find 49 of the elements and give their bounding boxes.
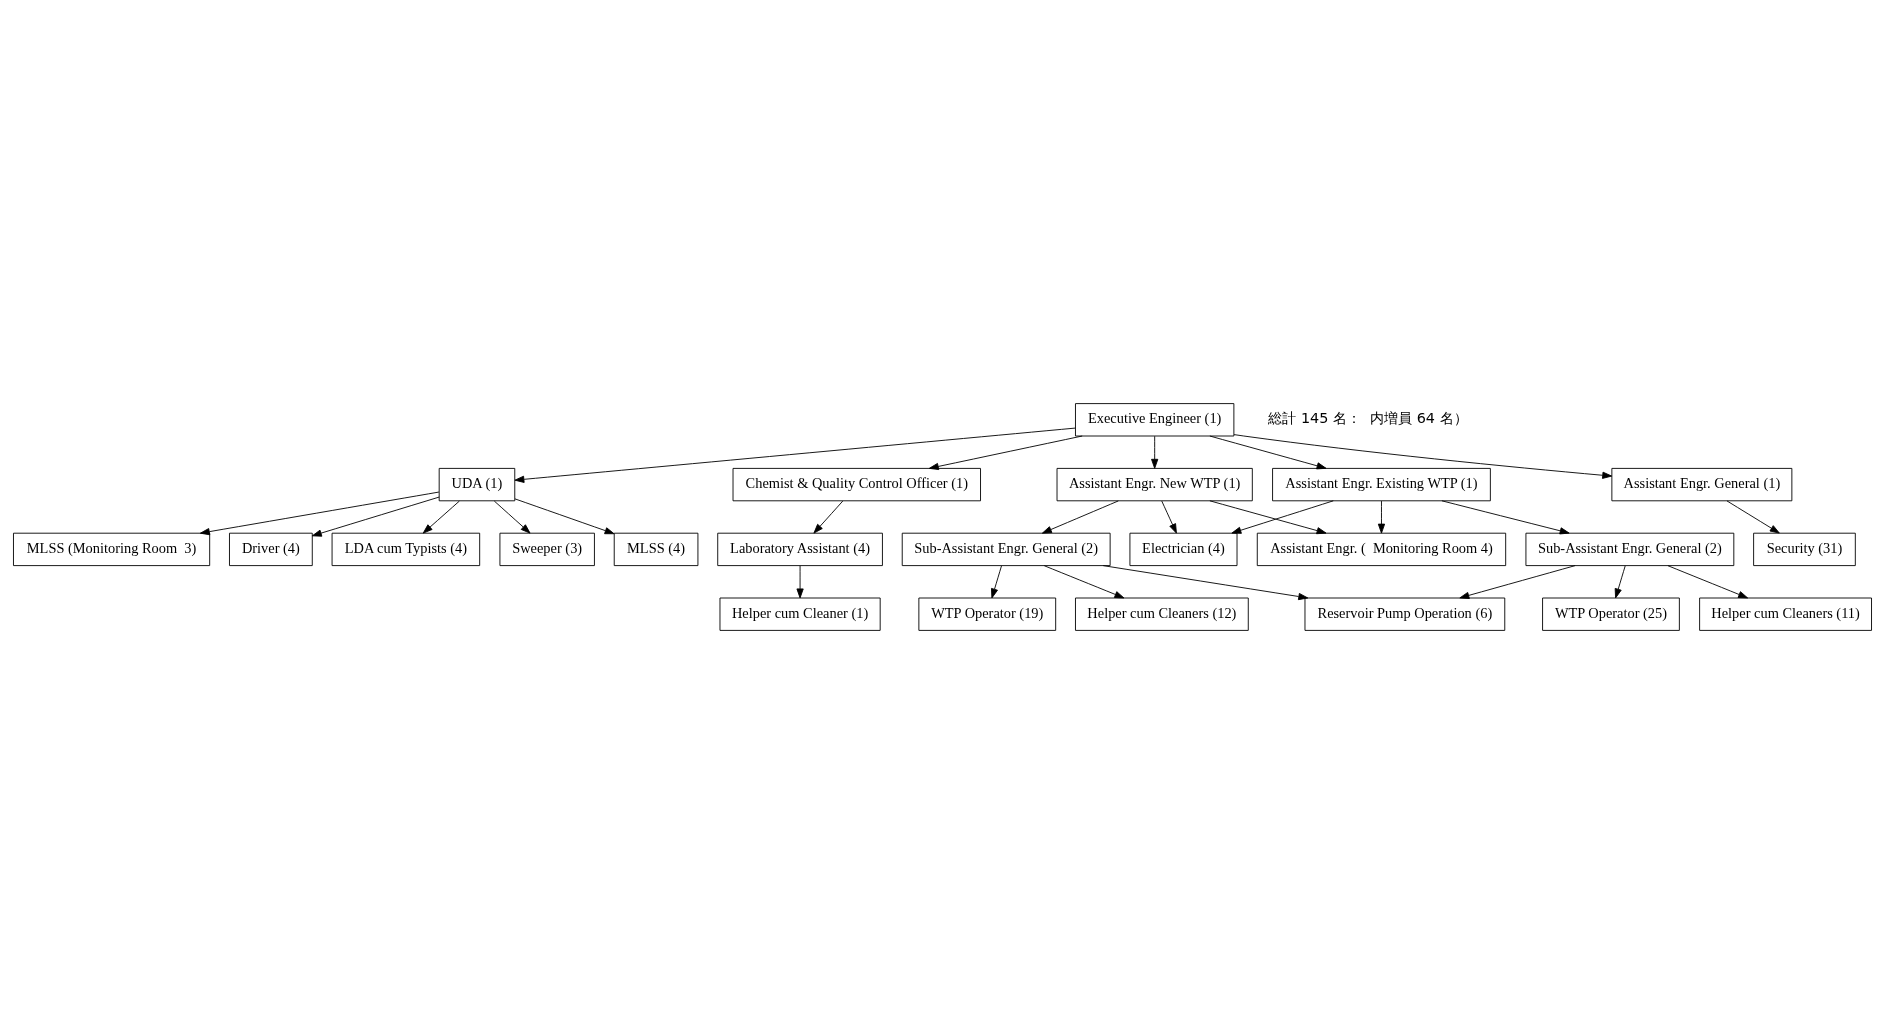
node-box: Assistant Engr. Existing WTP (1) bbox=[1272, 467, 1491, 502]
arrow bbox=[1231, 500, 1334, 534]
arrow bbox=[514, 427, 1076, 483]
arrow bbox=[991, 565, 1002, 599]
arrow bbox=[422, 500, 460, 534]
arrow bbox=[514, 498, 615, 535]
node-box: Chemist & Quality Control Officer (1) bbox=[732, 467, 981, 502]
arrow bbox=[311, 496, 440, 537]
arrow bbox=[1233, 434, 1613, 479]
node-box: LDA cum Typists (4) bbox=[331, 532, 481, 567]
node-box: Executive Engineer (1) bbox=[1075, 403, 1235, 437]
arrow bbox=[1043, 565, 1125, 599]
node-box: Sub-Assistant Engr. General (2) bbox=[901, 532, 1111, 567]
node-box: MLSS (4) bbox=[613, 532, 699, 567]
arrow bbox=[199, 491, 440, 536]
node-box: Security (31) bbox=[1753, 532, 1856, 567]
node-box: Reservoir Pump Operation (6) bbox=[1304, 597, 1506, 631]
label: 総計 145 名： 内増員 64 名） bbox=[1268, 410, 1468, 427]
arrow bbox=[1459, 565, 1576, 599]
node-box: Helper cum Cleaner (1) bbox=[719, 597, 881, 631]
node-box: Assistant Engr. New WTP (1) bbox=[1056, 467, 1253, 502]
arrow bbox=[493, 500, 531, 534]
arrow bbox=[813, 500, 844, 534]
arrow bbox=[796, 565, 804, 599]
node-box: Assistant Engr. ( Monitoring Room 4) bbox=[1256, 532, 1507, 567]
node-box: Helper cum Cleaners (12) bbox=[1075, 597, 1249, 631]
node-box: WTP Operator (19) bbox=[918, 597, 1057, 631]
node-box: WTP Operator (25) bbox=[1542, 597, 1680, 631]
arrow bbox=[928, 435, 1083, 471]
arrow bbox=[1209, 435, 1327, 470]
node-box: Driver (4) bbox=[229, 532, 313, 567]
node-box: Assistant Engr. General (1) bbox=[1611, 467, 1793, 502]
arrow bbox=[1041, 500, 1119, 534]
arrow bbox=[1161, 500, 1177, 534]
node-box: Sub-Assistant Engr. General (2) bbox=[1525, 532, 1735, 567]
arrow bbox=[1209, 500, 1327, 535]
arrow bbox=[1667, 565, 1749, 599]
node-box: UDA (1) bbox=[438, 467, 516, 502]
node-box: MLSS (Monitoring Room 3) bbox=[13, 532, 211, 567]
arrow bbox=[1614, 565, 1626, 599]
node-box: Electrician (4) bbox=[1129, 532, 1238, 567]
arrow bbox=[1726, 500, 1780, 534]
node-box: Sweeper (3) bbox=[499, 532, 595, 567]
arrow bbox=[1151, 435, 1159, 469]
node-box: Helper cum Cleaners (11) bbox=[1699, 597, 1872, 631]
arrow bbox=[1441, 500, 1570, 535]
node-box: Laboratory Assistant (4) bbox=[717, 532, 883, 567]
arrow bbox=[1102, 565, 1309, 601]
arrow bbox=[1377, 500, 1386, 534]
